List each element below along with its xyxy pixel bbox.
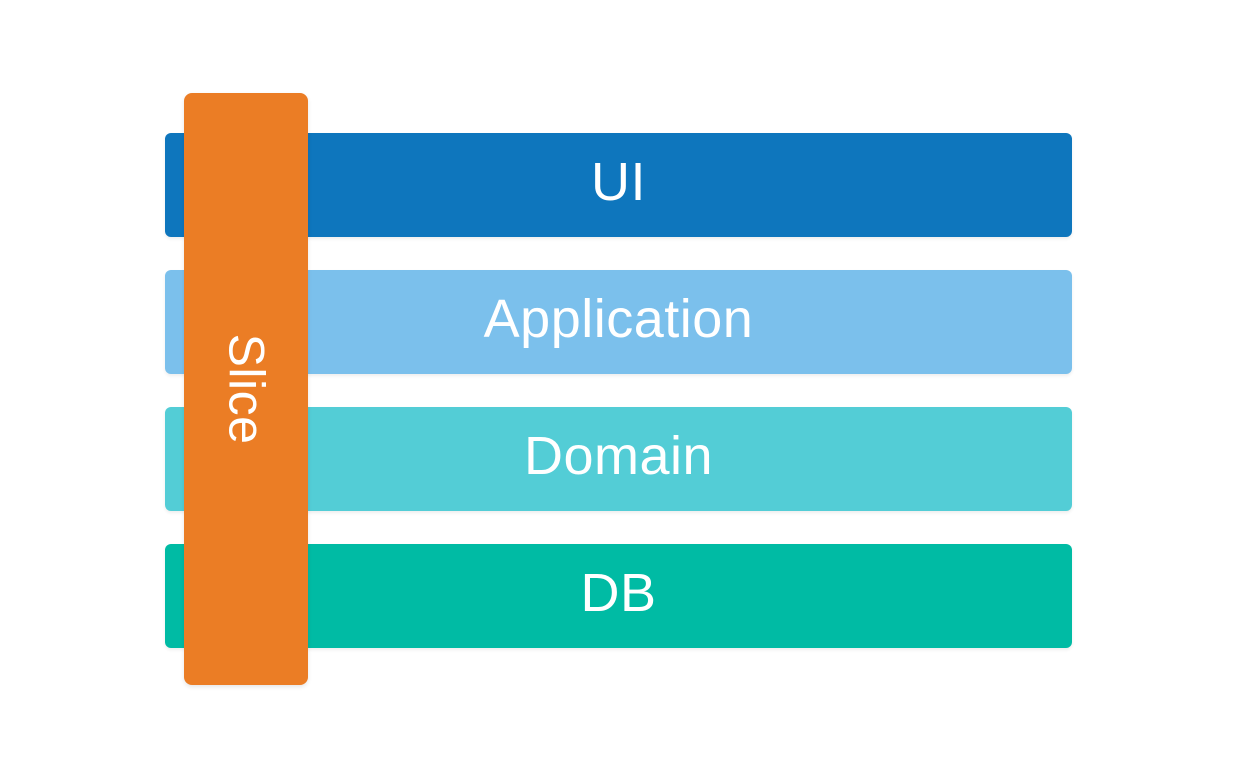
- layer-label-ui: UI: [591, 152, 646, 212]
- layer-bar-domain: Domain: [165, 407, 1072, 511]
- layer-label-domain: Domain: [523, 426, 714, 486]
- layer-label-application: Application: [483, 289, 754, 349]
- layer-label-db: DB: [580, 563, 657, 623]
- layer-bar-ui: UI: [165, 133, 1072, 237]
- slice-bar: Slice: [184, 93, 308, 685]
- slice-label: Slice: [218, 333, 274, 445]
- layer-bar-application: Application: [165, 270, 1072, 374]
- layer-bar-db: DB: [165, 544, 1072, 648]
